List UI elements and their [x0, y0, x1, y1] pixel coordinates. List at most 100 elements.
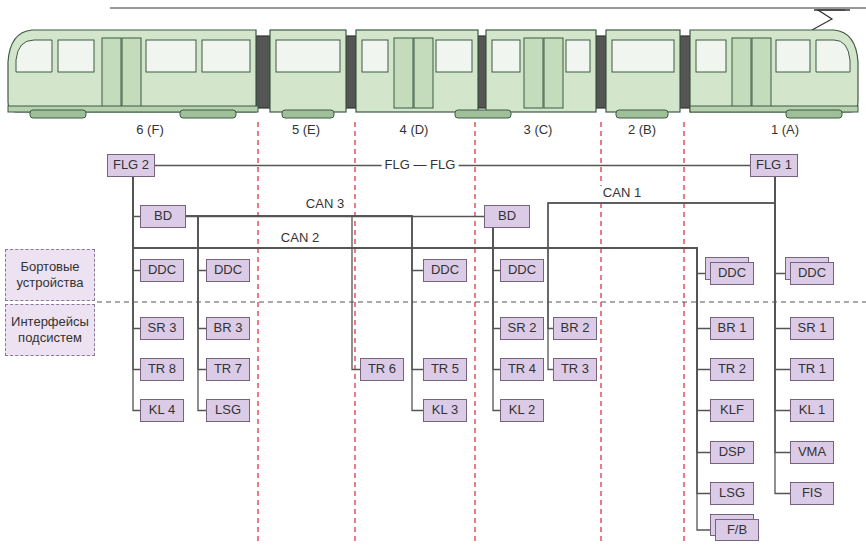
device-box: F/B	[715, 519, 759, 541]
catenary-wire	[110, 8, 866, 30]
device-box: SR 2	[500, 317, 544, 340]
device-box: TR 5	[423, 358, 467, 381]
catenary-wire	[814, 9, 850, 11]
tram-doors	[102, 38, 771, 108]
device-label: TR 4	[508, 362, 536, 377]
device-label: TR 5	[431, 362, 459, 377]
device-box: LSG	[710, 482, 754, 505]
tram-body	[256, 36, 270, 108]
tram-bogies	[455, 110, 511, 118]
device-label: DDC	[214, 263, 242, 278]
device-box: FLG 1	[750, 154, 798, 177]
section-label: 2 (B)	[628, 123, 656, 138]
device-label: KL 2	[509, 403, 535, 418]
device-box: TR 1	[790, 358, 834, 381]
bus-line	[548, 177, 775, 329]
device-box: LSG	[206, 399, 250, 422]
tram-windows	[776, 40, 810, 72]
device-box: DDC	[790, 262, 834, 285]
bus-line	[133, 177, 140, 370]
device-label: SR 3	[148, 321, 177, 336]
device-label: TR 2	[718, 362, 746, 377]
bus-line	[133, 177, 715, 530]
tram-doors	[752, 38, 771, 108]
tram-bogies	[30, 110, 86, 118]
catenary-wire	[110, 8, 866, 9]
bus-line	[133, 177, 710, 329]
bus-line	[133, 177, 140, 329]
device-box: TR 7	[206, 358, 250, 381]
tram-bogies	[616, 110, 668, 118]
device-box: BD	[140, 205, 186, 228]
device-label: LSG	[719, 486, 745, 501]
bus-line	[775, 177, 790, 411]
device-label: DDC	[508, 263, 536, 278]
bus-line	[133, 177, 710, 370]
device-box: KL 4	[140, 399, 184, 422]
device-label: TR 8	[148, 362, 176, 377]
tram-doors	[394, 38, 413, 108]
section-divider	[258, 122, 684, 545]
bus-line	[186, 216, 423, 411]
bus-line	[133, 177, 140, 217]
tram-windows	[492, 40, 520, 72]
device-label: SR 2	[508, 321, 537, 336]
tram-doors	[544, 38, 563, 108]
tram-doors	[524, 38, 543, 108]
tram-bogies	[8, 106, 858, 118]
device-label: TR 6	[368, 362, 396, 377]
device-label: BR 1	[718, 321, 747, 336]
section-divider	[474, 122, 475, 545]
bus-line	[775, 177, 790, 370]
device-label: TR 7	[214, 362, 242, 377]
device-label: FIS	[802, 486, 822, 501]
level-divider	[97, 302, 866, 303]
bus-label: FLG — FLG	[382, 158, 459, 173]
tram-doors	[122, 38, 141, 108]
device-label: KL 1	[799, 403, 825, 418]
tram-windows	[16, 40, 52, 72]
section-label: 1 (A)	[771, 123, 799, 138]
device-label: KLF	[720, 403, 744, 418]
device-label: SR 1	[798, 321, 827, 336]
tram-windows	[816, 40, 850, 72]
device-label: DDC	[718, 266, 746, 281]
device-box: FIS	[790, 482, 834, 505]
tram-bogies	[282, 110, 334, 118]
device-label: BD	[154, 209, 172, 224]
device-box: SR 1	[790, 317, 834, 340]
device-box: DDC	[500, 259, 544, 282]
device-box: VMA	[790, 441, 834, 464]
device-label: DSP	[719, 445, 746, 460]
tram-windows	[696, 40, 726, 72]
section-label: 4 (D)	[400, 123, 429, 138]
bus-line	[186, 216, 206, 271]
section-label: 3 (C)	[524, 123, 553, 138]
tram-doors	[414, 38, 433, 108]
bus-line	[493, 228, 500, 329]
bus-line	[775, 177, 790, 274]
group-panel: Бортовые устройства	[5, 249, 95, 301]
tram-doors	[102, 38, 121, 108]
bus-line	[548, 177, 775, 370]
bus-line	[186, 216, 206, 370]
tram-windows	[362, 40, 388, 72]
tram-body	[356, 30, 478, 112]
device-label: FLG 2	[113, 158, 149, 173]
bus-line	[133, 177, 710, 453]
tram-body	[8, 30, 256, 112]
device-box: KL 1	[790, 399, 834, 422]
device-box: FLG 2	[107, 154, 155, 177]
section-divider	[257, 122, 258, 545]
device-label: TR 1	[798, 362, 826, 377]
bus-label: CAN 2	[278, 231, 322, 246]
device-label: BD	[498, 209, 516, 224]
device-box: DDC	[710, 262, 754, 285]
device-label: DDC	[148, 263, 176, 278]
device-box: KL 3	[423, 399, 467, 422]
device-label: LSG	[215, 403, 241, 418]
device-box: TR 3	[553, 358, 597, 381]
device-label: DDC	[798, 266, 826, 281]
device-label: BR 2	[561, 321, 590, 336]
